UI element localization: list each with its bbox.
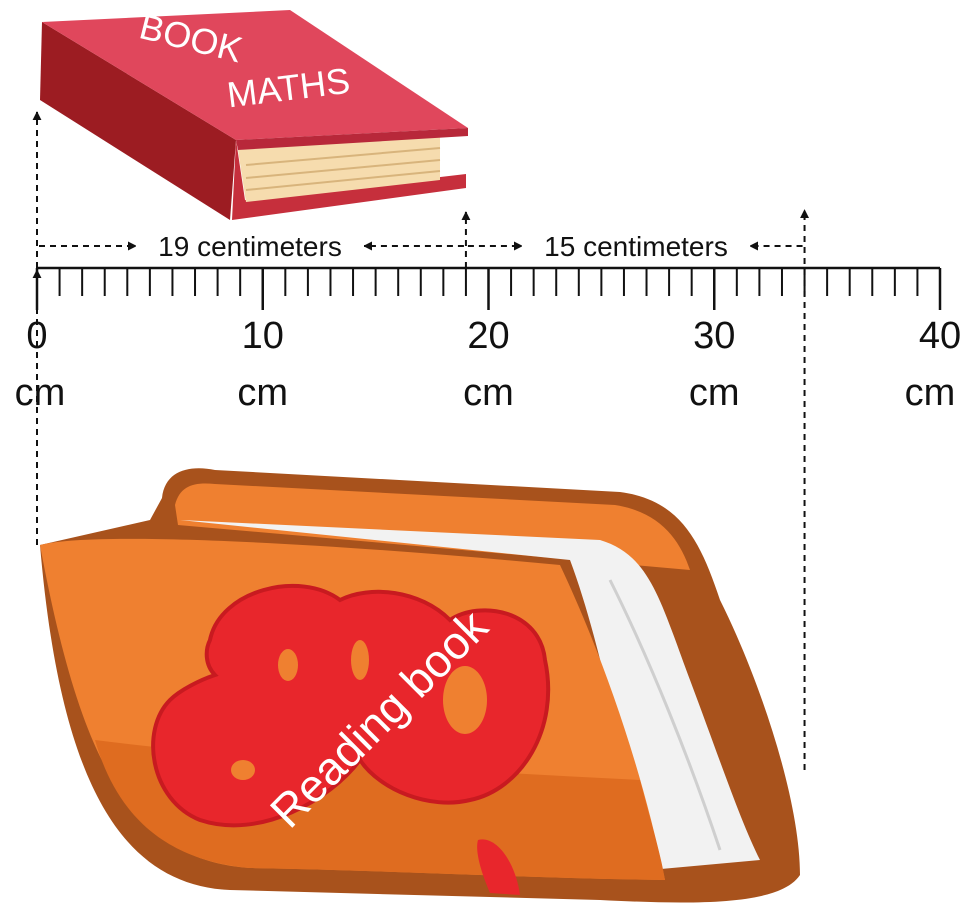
measurement-labels: 19 centimeters 15 centimeters [136, 230, 750, 264]
math-book-pages [238, 130, 440, 202]
ruler-number-label: 20 [467, 315, 509, 357]
ruler-unit-label: cm [15, 372, 66, 414]
math-book-bottom-cover [232, 140, 466, 220]
guide-lines [32, 111, 810, 770]
ruler-unit-label: cm [237, 372, 288, 414]
math-length-label: 19 centimeters [158, 231, 342, 262]
reading-book: Reading book [40, 468, 800, 903]
ruler-unit-label: cm [689, 372, 740, 414]
math-book-top-cover [42, 10, 468, 140]
difference-label: 15 centimeters [544, 231, 728, 262]
reading-book-emblem [151, 584, 551, 895]
ruler-number-label: 40 [919, 315, 961, 357]
math-book-spine [40, 22, 236, 220]
math-book: BOOK MATHS [40, 5, 468, 220]
ruler-number-label: 10 [242, 315, 284, 357]
ruler-unit-label: cm [463, 372, 514, 414]
ruler-unit-label: cm [905, 372, 956, 414]
reading-book-pages [180, 520, 760, 870]
ruler-number-label: 30 [693, 315, 735, 357]
